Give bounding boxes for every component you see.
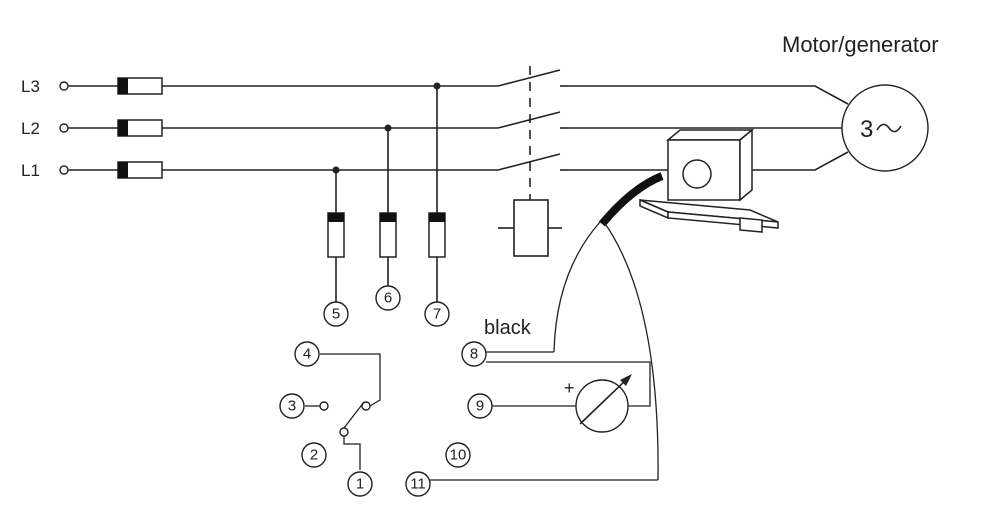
fuse-tap-7 <box>428 212 446 258</box>
ct-cable <box>598 172 664 227</box>
meter-polarity: + <box>564 378 575 398</box>
terminal-l2 <box>59 123 69 133</box>
svg-text:2: 2 <box>310 447 318 464</box>
svg-text:4: 4 <box>303 346 311 363</box>
terminal-4: 4 <box>294 341 320 367</box>
terminal-8: 8 <box>461 341 487 367</box>
terminal-5: 5 <box>323 301 349 327</box>
terminal-10: 10 <box>445 442 471 468</box>
ct-return-wire <box>603 221 659 481</box>
line-label-l1: L1 <box>21 161 40 180</box>
terminal-7: 7 <box>424 301 450 327</box>
motor-symbol <box>841 84 929 172</box>
black-wire-label: black <box>484 317 532 339</box>
svg-text:7: 7 <box>433 306 441 323</box>
terminal-3: 3 <box>279 393 305 419</box>
fuse-tap-6 <box>379 212 397 258</box>
terminal-11: 11 <box>405 471 431 497</box>
fuse-l3 <box>117 77 163 95</box>
line-label-l3: L3 <box>21 77 40 96</box>
contactor-contacts <box>497 69 568 171</box>
svg-text:1: 1 <box>356 476 364 493</box>
ac-tilde-icon <box>876 123 902 133</box>
terminal-1: 1 <box>347 471 373 497</box>
fuse-tap-5 <box>327 212 345 258</box>
line-label-l2: L2 <box>21 119 40 138</box>
terminal-6: 6 <box>375 285 401 311</box>
svg-text:3: 3 <box>288 398 296 415</box>
current-transformer <box>639 128 779 233</box>
motor-generator-title: Motor/generator <box>782 32 939 57</box>
motor-phase-count: 3 <box>860 116 873 143</box>
relay-changeover-switch <box>305 353 381 470</box>
svg-text:9: 9 <box>476 398 484 415</box>
terminal-2: 2 <box>301 442 327 468</box>
contactor-coil <box>498 199 562 257</box>
svg-text:11: 11 <box>410 476 426 493</box>
terminal-l3 <box>59 81 69 91</box>
meter-gauge-icon <box>575 374 632 433</box>
motor-feed-l1 <box>568 151 849 171</box>
meter-wire-top <box>486 361 651 407</box>
svg-text:5: 5 <box>332 306 340 323</box>
svg-text:6: 6 <box>384 290 392 307</box>
fuse-l2 <box>117 119 163 137</box>
terminal-l1 <box>59 165 69 175</box>
svg-text:10: 10 <box>450 447 467 464</box>
fuse-l1 <box>117 161 163 179</box>
terminal-9: 9 <box>467 393 493 419</box>
black-wire <box>553 221 601 353</box>
svg-text:8: 8 <box>470 346 478 363</box>
motor-feed-l3 <box>568 85 849 105</box>
